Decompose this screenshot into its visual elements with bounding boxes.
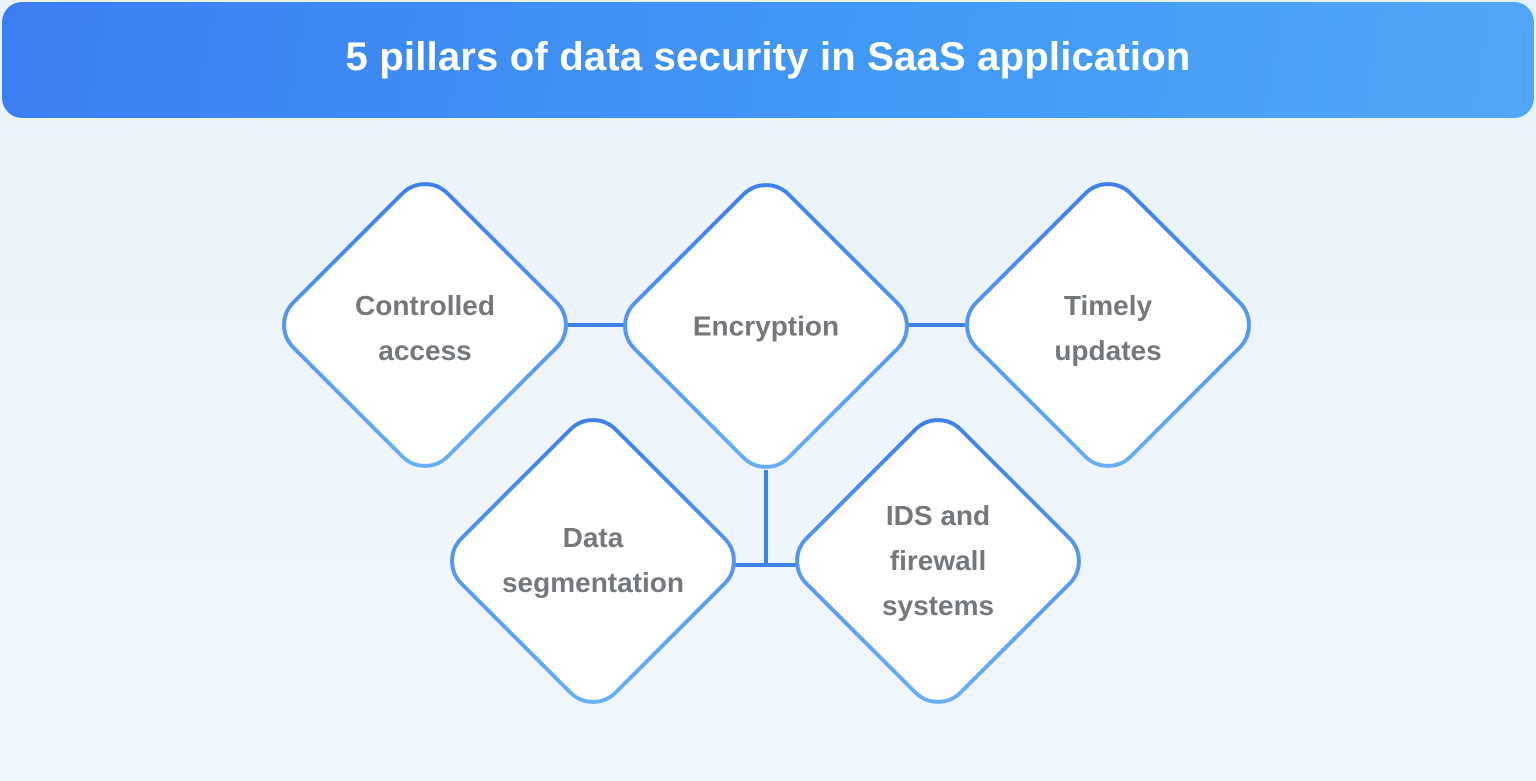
node-diamond-controlled-access — [282, 182, 568, 468]
node-diamond-data-segmentation — [450, 418, 736, 704]
page-title: 5 pillars of data security in SaaS appli… — [345, 34, 1191, 79]
node-diamond-encryption — [623, 183, 909, 469]
node-diamond-timely-updates — [965, 182, 1251, 468]
node-diamond-ids-firewall-systems — [795, 418, 1081, 704]
title-banner: 5 pillars of data security in SaaS appli… — [2, 2, 1534, 118]
